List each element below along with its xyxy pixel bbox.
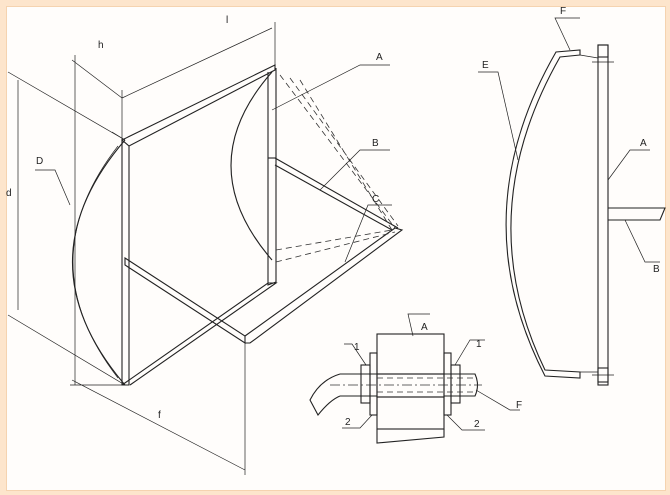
- label-c: C: [372, 194, 379, 205]
- label-b-side: B: [653, 264, 660, 275]
- drawing-frame: [6, 6, 666, 491]
- side-view: [478, 17, 666, 386]
- dim-label-f: f: [158, 410, 161, 421]
- label-f-detail: F: [516, 400, 522, 411]
- dashed-projection-lines: [275, 74, 399, 263]
- dish-d: [71, 71, 273, 386]
- label-1-left: 1: [354, 342, 360, 353]
- label-2-left: 2: [345, 417, 351, 428]
- dim-label-d: d: [6, 188, 12, 199]
- label-b: B: [372, 138, 379, 149]
- dimension-lines: [7, 22, 276, 475]
- label-f-side: F: [560, 6, 566, 17]
- label-a: A: [376, 52, 383, 63]
- dim-label-l: l: [226, 15, 228, 26]
- label-1-right: 1: [476, 339, 482, 350]
- frame-assembly: [121, 64, 404, 386]
- label-d: D: [36, 156, 43, 167]
- label-a-detail: A: [421, 322, 428, 333]
- bolt-detail: [309, 313, 520, 444]
- label-e: E: [482, 60, 489, 71]
- leader-lines: [35, 64, 392, 263]
- label-2-right: 2: [474, 419, 480, 430]
- label-a-side: A: [640, 138, 647, 149]
- dim-label-h: h: [98, 40, 104, 51]
